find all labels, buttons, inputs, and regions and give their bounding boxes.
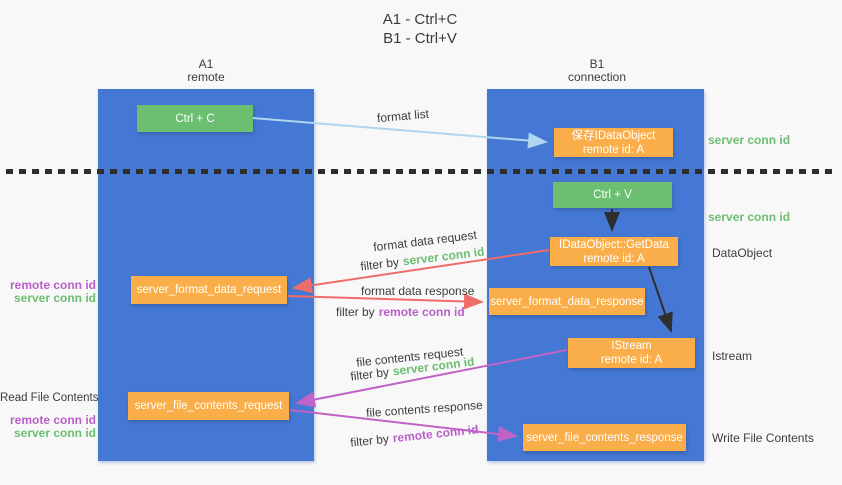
node-save-idataobject-line1: 保存IDataObject <box>571 129 656 142</box>
label-remote-conn-id-left-bottom: remote conn id <box>9 413 96 427</box>
node-ctrl-v-label: Ctrl + V <box>593 189 632 201</box>
node-istream: IStream remote id: A <box>568 338 695 368</box>
node-file-request-label: server_file_contents_request <box>134 400 283 412</box>
label-format-data-response: format data response <box>361 284 475 298</box>
label-write-file-contents: Write File Contents <box>712 431 814 445</box>
node-idataobject-getdata: IDataObject::GetData remote id: A <box>550 237 678 266</box>
title-line-1: A1 - Ctrl+C <box>382 11 458 28</box>
node-server-file-contents-request: server_file_contents_request <box>128 392 289 420</box>
label-server-conn-id-left-top: server conn id <box>13 291 96 305</box>
node-save-idataobject-line2: remote id: A <box>582 143 645 156</box>
column-b1-role: connection <box>567 70 627 84</box>
label-server-conn-id-right-top: server conn id <box>708 133 791 147</box>
column-a1-role: remote <box>187 70 225 84</box>
filter-by-text: filter by <box>349 364 390 384</box>
node-format-response-label: server_format_data_response <box>490 295 644 308</box>
conn-id-group-top: remote conn id server conn id <box>6 279 96 305</box>
label-server-conn-id-right-mid: server conn id <box>708 210 791 224</box>
node-ctrl-v: Ctrl + V <box>553 182 672 208</box>
column-b1-name: B1 <box>589 57 605 71</box>
phase-separator-dotted-line <box>6 169 836 174</box>
node-getdata-line2: remote id: A <box>583 252 645 265</box>
label-remote-conn-id-left-top: remote conn id <box>9 278 96 292</box>
node-server-format-data-response: server_format_data_response <box>489 288 645 315</box>
node-getdata-line1: IDataObject::GetData <box>559 238 669 251</box>
filter-by-text: filter by <box>336 305 375 319</box>
filter-by-text: filter by <box>349 431 390 450</box>
node-format-request-label: server_format_data_request <box>136 284 282 296</box>
node-save-idataobject: 保存IDataObject remote id: A <box>554 128 673 157</box>
filter-by-text: filter by <box>359 254 400 274</box>
diagram-title: A1 - Ctrl+C B1 - Ctrl+V <box>300 10 540 48</box>
node-server-format-data-request: server_format_data_request <box>131 276 287 304</box>
title-line-2: B1 - Ctrl+V <box>383 30 457 47</box>
label-file-contents-response: file contents response <box>365 397 484 421</box>
label-server-conn-id-left-bottom: server conn id <box>13 426 96 440</box>
conn-id-group-bottom: remote conn id server conn id <box>6 414 96 440</box>
column-header-b1: B1 connection <box>527 58 667 84</box>
remote-conn-id-text: remote conn id <box>392 422 480 446</box>
node-ctrl-c-label: Ctrl + C <box>175 112 215 125</box>
node-istream-line2: remote id: A <box>600 354 663 366</box>
label-read-file-contents: Read File Contents <box>0 392 99 404</box>
label-istream: Istream <box>712 349 753 363</box>
label-dataobject: DataObject <box>712 246 773 260</box>
node-server-file-contents-response: server_file_contents_response <box>523 424 686 451</box>
column-header-a1: A1 remote <box>136 58 276 84</box>
node-ctrl-c: Ctrl + C <box>137 105 253 132</box>
label-format-list: format list <box>376 106 430 126</box>
node-istream-line1: IStream <box>611 340 652 352</box>
remote-conn-id-text: remote conn id <box>378 305 465 319</box>
node-file-response-label: server_file_contents_response <box>526 431 683 444</box>
column-a1-name: A1 <box>198 57 214 71</box>
